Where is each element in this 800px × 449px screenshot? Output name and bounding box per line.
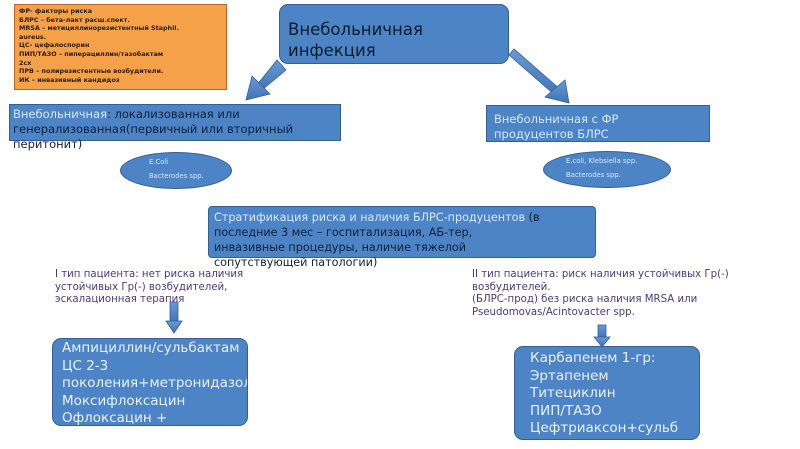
community-infection-box: Внебольничная: локализованная или генера… [9,104,341,151]
therapy-2-line: Карбапенем 1-гр: [530,350,656,366]
legend-line: ФР- факторы риска [19,7,93,15]
arrow-down-type-2 [593,324,611,348]
strat-line-1-tail: (в [525,211,540,224]
type-2-line-1: II тип пациента: риск наличия устойчивых… [472,269,729,280]
arrow-down-type-1 [165,301,183,334]
strat-line-1: Стратификация риска и наличия БЛРС-проду… [214,211,526,224]
esbl-risk-infection-box: Внебольничная с ФР продуцентов БЛРС [486,105,710,142]
left-branch-prefix: Внебольничная [13,107,108,121]
left-branch-line-2: генерализованная(первичный или вторичный [13,122,294,136]
legend-line: ПИП/ТАЗО – пиперациллин/тазобактам [19,49,164,58]
strat-line-3: инвазивные процедуры, наличие тяжелой [214,241,466,254]
patient-type-2-text: II тип пациента: риск наличия устойчивых… [472,269,729,319]
therapy-1-line: Моксифлоксацин [62,392,186,409]
legend-line: aureus. [19,32,47,41]
left-pathogen-2: Bacterodes spp. [149,172,204,180]
right-pathogens-ellipse: E.coli, Klebsiella spp. Bacterodes spp. [543,151,671,188]
right-pathogen-2: Bacterodes spp. [566,171,621,179]
infection-title-node: Внебольничная инфекция [279,4,509,64]
left-branch-line-3: перитонит) [13,137,83,151]
right-pathogen-1: E.coli, Klebsiella spp. [566,157,638,165]
legend-line: ЦС- цефалоспорин [19,41,90,50]
therapy-2-line: Цефтриаксон+сульб [530,420,679,436]
right-branch-line-2: продуцентов БЛРС [494,127,609,141]
therapy-2-line: Эртапенем [530,367,609,384]
therapy-1-line: поколения+метронидазол [62,375,248,391]
type-2-line-4: Pseudomovas/Acintovacter spp. [472,306,635,318]
type-2-line-2: возбудителей. [472,281,551,293]
therapy-type-2-box: Карбапенем 1-гр: Эртапенем Титециклин ПИ… [514,346,700,440]
type-1-line-3: эскалационная терапия [55,294,185,305]
left-branch-rest: : локализованная или [107,107,240,121]
arrow-to-right-branch [508,48,570,104]
abbreviation-legend: ФР- факторы риска БЛРС – бета-лакт расш.… [14,4,227,90]
therapy-1-line: Ампициллин/сульбактам [62,340,240,356]
legend-line: MRSA – метициллинорезистентный Staphil. [19,24,179,33]
risk-stratification-box: Стратификация риска и наличия БЛРС-проду… [208,206,596,269]
right-branch-line-1: Внебольничная с ФР [494,112,619,126]
legend-line: ИК – инвазивный кандидоз [19,75,120,84]
title-line-2: инфекция [288,41,376,60]
therapy-2-line: ПИП/ТАЗО [530,402,602,419]
left-pathogens-ellipse: E.Coli Bacterodes spp. [120,152,232,189]
title-line-1: Внебольничная [288,20,423,39]
left-pathogen-1: E.Coli [149,158,169,166]
type-1-line-1: I тип пациента: нет риска наличия [55,269,244,280]
strat-line-2: последние 3 мес – госпитализация, АБ-тер… [214,226,473,239]
therapy-1-line: ЦС 2-3 [62,357,109,374]
type-2-line-3: (БЛРС-прод) без риска наличия MRSA или [472,294,698,305]
therapy-2-line: Титециклин [530,385,616,401]
strat-line-4: сопутствующей патологии) [214,256,378,269]
arrow-to-left-branch [245,59,287,101]
legend-line: БЛРС – бета-лакт расш.спект. [19,15,130,24]
legend-line: ПРВ – полирезистентные возбудители. [19,67,164,76]
therapy-type-1-box: Ампициллин/сульбактам ЦС 2-3 поколения+м… [52,338,248,426]
legend-line: 2cx [19,58,32,67]
therapy-1-line: Офлоксацин + [62,410,168,426]
type-1-line-2: устойчивых Гр(-) возбудителей, [55,281,228,293]
patient-type-1-text: I тип пациента: нет риска наличия устойч… [55,269,243,307]
